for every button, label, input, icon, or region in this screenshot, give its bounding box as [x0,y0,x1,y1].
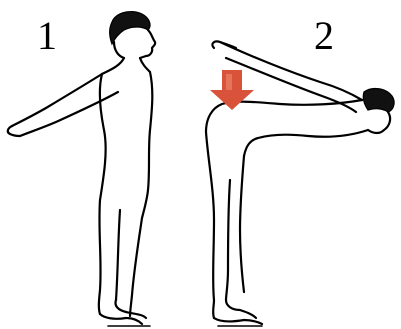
figure1-arm-upper [12,74,102,126]
figure2-foot-back [214,318,262,324]
figure1-leg-inner [116,210,120,300]
figure2-leg-front [240,156,244,292]
figure1-face [140,30,155,58]
figure1-head-back [114,42,124,58]
figure1-leg-back [99,200,101,314]
figure2-chest [244,130,368,156]
figure1-hair [110,12,150,44]
figure2-leg-inner [226,180,230,300]
figure1-hand [8,126,20,136]
figure1-neck-back [102,58,124,74]
figure1-foot-back [100,314,142,324]
down-arrow-icon [210,70,254,110]
figure1-leg-front [130,218,142,316]
figure2-hair [363,89,394,112]
figure2-face [368,112,390,133]
figure2-leg-back [206,132,214,318]
figure1-torso-front [142,72,152,218]
figure2-foot-front [226,300,256,318]
figure1-neck-front [140,58,150,72]
figure-standing [8,12,155,326]
figure1-torso-back [100,74,106,200]
